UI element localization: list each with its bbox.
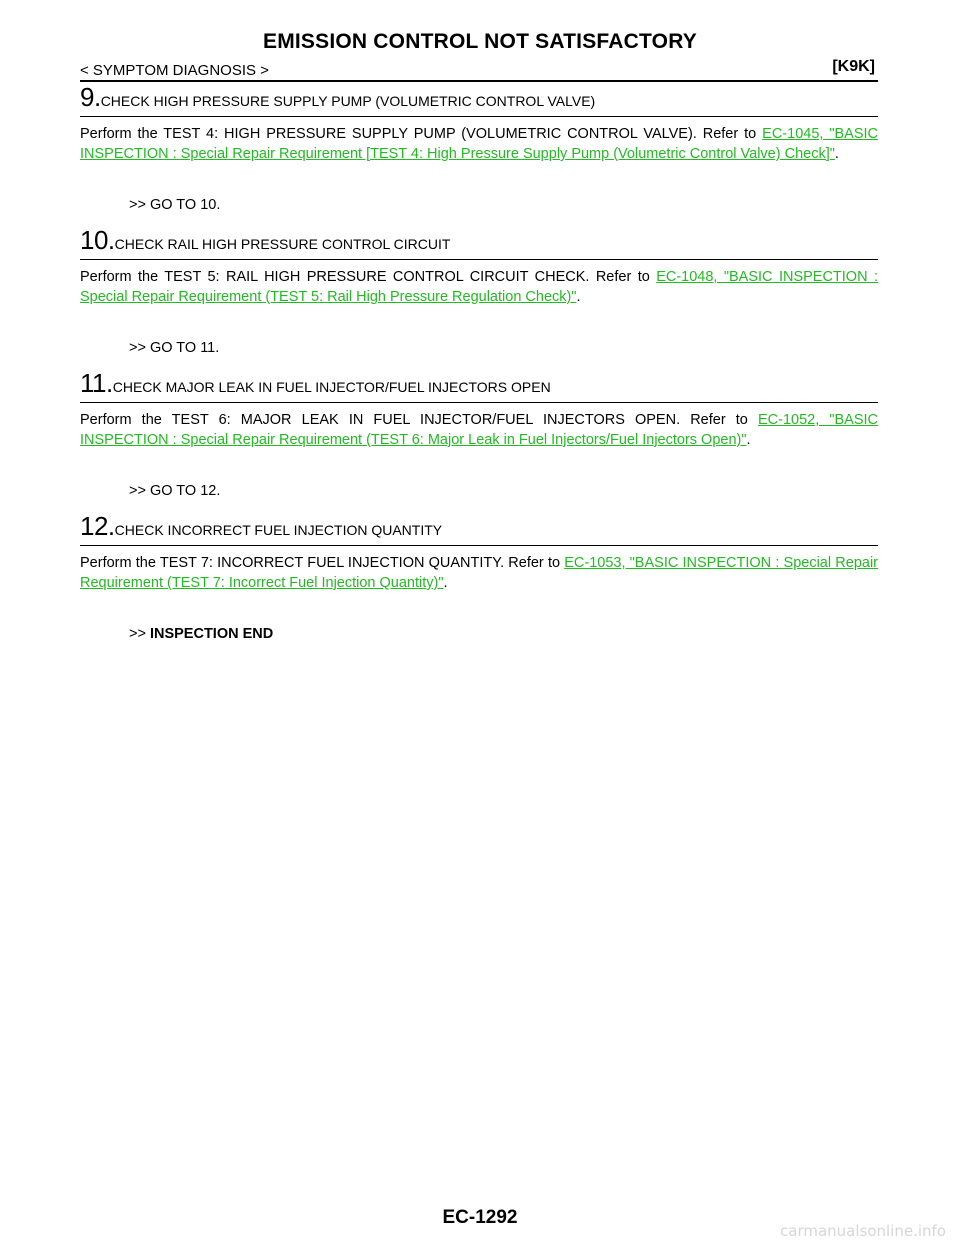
goto-prefix: >> <box>129 340 150 356</box>
watermark: carmanualsonline.info <box>780 1222 946 1240</box>
page-title: EMISSION CONTROL NOT SATISFACTORY <box>262 30 697 53</box>
goto-line: >> GO TO 10. <box>129 195 878 215</box>
step-number: 10. <box>80 225 115 255</box>
step-title: CHECK RAIL HIGH PRESSURE CONTROL CIRCUIT <box>114 236 451 252</box>
goto-target: GO TO 11. <box>149 340 220 356</box>
instruction-end: . <box>834 146 839 162</box>
instruction-text: Perform the TEST 7: INCORRECT FUEL INJEC… <box>80 555 565 571</box>
step-title: CHECK MAJOR LEAK IN FUEL INJECTOR/FUEL I… <box>112 379 551 395</box>
step-heading: 10.CHECK RAIL HIGH PRESSURE CONTROL CIRC… <box>80 227 878 260</box>
section-label: < SYMPTOM DIAGNOSIS > <box>80 62 269 79</box>
reference-link[interactable]: EC-1048, "BASIC INSPECTION : Special Rep… <box>80 269 878 305</box>
step-title: CHECK HIGH PRESSURE SUPPLY PUMP (VOLUMET… <box>100 93 596 109</box>
step-instruction: Perform the TEST 7: INCORRECT FUEL INJEC… <box>80 553 878 593</box>
page-number: EC-1292 <box>442 1207 518 1228</box>
goto-line: >> INSPECTION END <box>129 624 878 644</box>
reference-link[interactable]: EC-1053, "BASIC INSPECTION : Special Rep… <box>80 555 878 591</box>
step-instruction: Perform the TEST 5: RAIL HIGH PRESSURE C… <box>80 267 878 307</box>
goto-line: >> GO TO 11. <box>129 338 878 358</box>
step-9: 9.CHECK HIGH PRESSURE SUPPLY PUMP (VOLUM… <box>80 84 878 215</box>
goto-target: INSPECTION END <box>149 626 274 642</box>
step-title: CHECK INCORRECT FUEL INJECTION QUANTITY <box>114 522 443 538</box>
header-divider <box>80 80 878 82</box>
step-11: 11.CHECK MAJOR LEAK IN FUEL INJECTOR/FUE… <box>80 370 878 501</box>
step-instruction: Perform the TEST 4: HIGH PRESSURE SUPPLY… <box>80 124 878 164</box>
step-instruction: Perform the TEST 6: MAJOR LEAK IN FUEL I… <box>80 410 878 450</box>
instruction-text: Perform the TEST 4: HIGH PRESSURE SUPPLY… <box>80 126 763 142</box>
step-heading: 12.CHECK INCORRECT FUEL INJECTION QUANTI… <box>80 513 878 546</box>
instruction-end: . <box>746 432 751 448</box>
instruction-text: Perform the TEST 6: MAJOR LEAK IN FUEL I… <box>80 412 758 428</box>
instruction-end: . <box>443 575 448 591</box>
engine-code: [K9K] <box>832 58 875 75</box>
instruction-end: . <box>576 289 581 305</box>
step-12: 12.CHECK INCORRECT FUEL INJECTION QUANTI… <box>80 513 878 644</box>
step-number: 9. <box>80 82 101 112</box>
step-10: 10.CHECK RAIL HIGH PRESSURE CONTROL CIRC… <box>80 227 878 358</box>
goto-prefix: >> <box>129 197 150 213</box>
goto-line: >> GO TO 12. <box>129 481 878 501</box>
goto-prefix: >> <box>129 483 150 499</box>
step-heading: 9.CHECK HIGH PRESSURE SUPPLY PUMP (VOLUM… <box>80 84 878 117</box>
goto-target: GO TO 10. <box>149 197 221 213</box>
goto-target: GO TO 12. <box>149 483 221 499</box>
reference-link[interactable]: EC-1052, "BASIC INSPECTION : Special Rep… <box>80 412 878 448</box>
goto-prefix: >> <box>129 626 150 642</box>
step-list: 9.CHECK HIGH PRESSURE SUPPLY PUMP (VOLUM… <box>80 84 878 656</box>
step-heading: 11.CHECK MAJOR LEAK IN FUEL INJECTOR/FUE… <box>80 370 878 403</box>
reference-link[interactable]: EC-1045, "BASIC INSPECTION : Special Rep… <box>80 126 878 162</box>
step-number: 12. <box>80 511 115 541</box>
step-number: 11. <box>80 368 113 398</box>
instruction-text: Perform the TEST 5: RAIL HIGH PRESSURE C… <box>80 269 657 285</box>
